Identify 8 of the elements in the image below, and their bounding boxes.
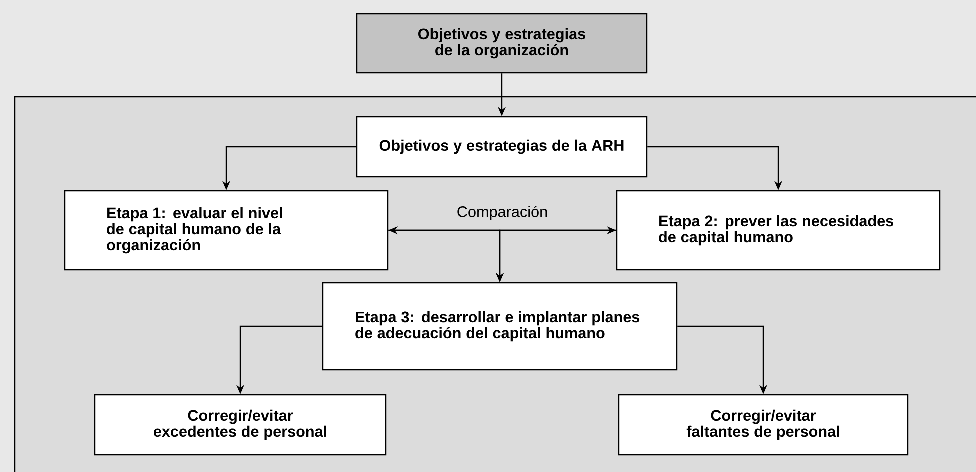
edge-label: Comparación — [458, 206, 548, 220]
process-box: Objetivos y estrategias de la ARH — [356, 116, 648, 178]
process-box: Etapa 2: prever las necesidades de capital humano — [616, 190, 941, 271]
process-box: Corregir/evitar faltantes de personal — [618, 394, 909, 456]
process-box: Objetivos y estrategias de la organización — [356, 13, 648, 74]
process-box: Etapa 3: desarrollar e implantar planes de adecuación del capital humano — [322, 282, 678, 371]
process-box: Corregir/evitar excedentes de personal — [94, 394, 387, 456]
process-box: Etapa 1: evaluar el nivel de capital humano de la organización — [64, 190, 389, 271]
